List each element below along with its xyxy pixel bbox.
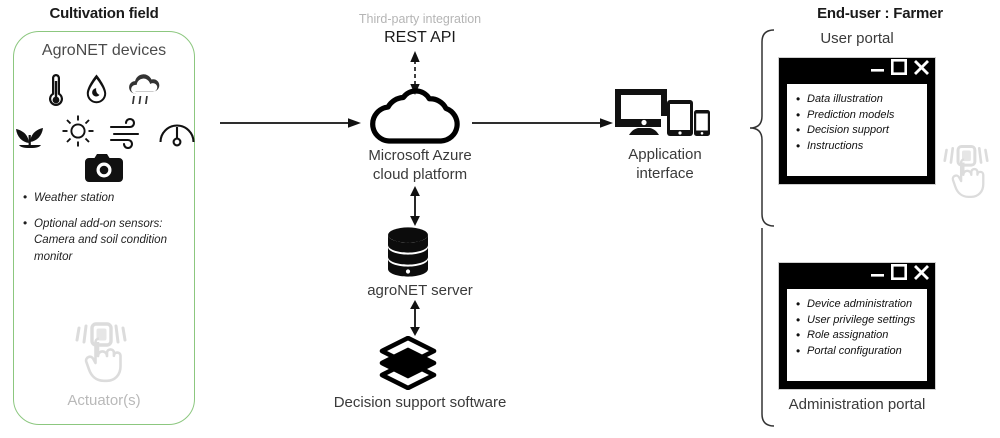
list-item: Data illustration <box>795 91 921 108</box>
list-item: Role assignation <box>795 327 921 344</box>
application-interface-icon <box>612 86 712 147</box>
list-item: Decision support <box>795 122 921 139</box>
device-icon-row-1 <box>20 72 188 113</box>
administration-portal-content: Device administration User privilege set… <box>787 289 927 381</box>
list-item: Prediction models <box>795 107 921 124</box>
gauge-icon <box>157 115 197 154</box>
agronet-devices-label: AgroNET devices <box>41 42 167 59</box>
maximize-icon[interactable] <box>890 58 907 80</box>
arrow-field-to-cloud <box>220 118 361 128</box>
maximize-icon[interactable] <box>890 263 907 285</box>
water-drop-icon <box>83 72 110 113</box>
arrow-cloud-to-app <box>472 118 613 128</box>
window-titlebar <box>779 58 935 81</box>
agronet-server-icon <box>384 226 432 285</box>
close-icon[interactable] <box>913 264 930 286</box>
rain-cloud-icon <box>124 72 166 113</box>
list-item: User privilege settings <box>795 312 921 329</box>
device-icon-row-3 <box>20 152 188 189</box>
azure-label-line2: cloud platform <box>372 166 468 184</box>
azure-label-line1: Microsoft Azure <box>368 147 472 164</box>
decision-support-layers-icon <box>378 335 438 395</box>
thermometer-icon <box>43 72 69 113</box>
wind-icon <box>107 117 147 154</box>
azure-cloud-label: Microsoft Azure cloud platform <box>320 146 520 184</box>
sun-icon <box>59 113 97 154</box>
list-item: Device administration <box>795 296 921 313</box>
list-item: Portal configuration <box>795 343 921 360</box>
camera-icon <box>83 152 125 189</box>
actuator-touch-icon <box>73 320 129 395</box>
user-portal-content: Data illustration Prediction models Deci… <box>787 84 927 176</box>
rest-api-label: REST API <box>384 29 456 46</box>
third-party-integration-label: Third-party integration <box>358 12 482 26</box>
azure-cloud-icon <box>367 88 463 149</box>
list-item: Optional add-on sensors: Camera and soil… <box>23 215 190 266</box>
field-bullet-list: Weather station Optional add-on sensors:… <box>22 189 190 275</box>
close-icon[interactable] <box>913 59 930 81</box>
user-portal-window[interactable]: Data illustration Prediction models Deci… <box>778 57 936 185</box>
portals-brace <box>749 29 775 427</box>
agronet-server-label: agroNET server <box>367 282 473 299</box>
administration-portal-label: Administration portal <box>788 396 926 413</box>
app-label-line1: Application <box>628 146 702 163</box>
list-item: Instructions <box>795 138 921 155</box>
app-label-line2: interface <box>636 165 694 183</box>
application-interface-label: Application interface <box>600 145 730 183</box>
window-titlebar <box>779 263 935 286</box>
administration-portal-window[interactable]: Device administration User privilege set… <box>778 262 936 390</box>
arrow-cloud-server <box>410 186 420 226</box>
arrow-server-dss <box>410 300 420 336</box>
minimize-icon[interactable] <box>870 60 885 79</box>
user-portal-label: User portal <box>820 30 894 47</box>
device-icon-row-2 <box>16 113 195 154</box>
list-item: Weather station <box>23 189 190 207</box>
user-touch-icon <box>940 143 992 210</box>
seedling-icon <box>11 117 49 154</box>
cultivation-field-heading: Cultivation field <box>49 5 159 22</box>
actuator-label: Actuator(s) <box>67 392 141 409</box>
decision-support-label: Decision support software <box>333 394 507 411</box>
minimize-icon[interactable] <box>870 265 885 284</box>
end-user-heading: End-user : Farmer <box>817 5 943 22</box>
